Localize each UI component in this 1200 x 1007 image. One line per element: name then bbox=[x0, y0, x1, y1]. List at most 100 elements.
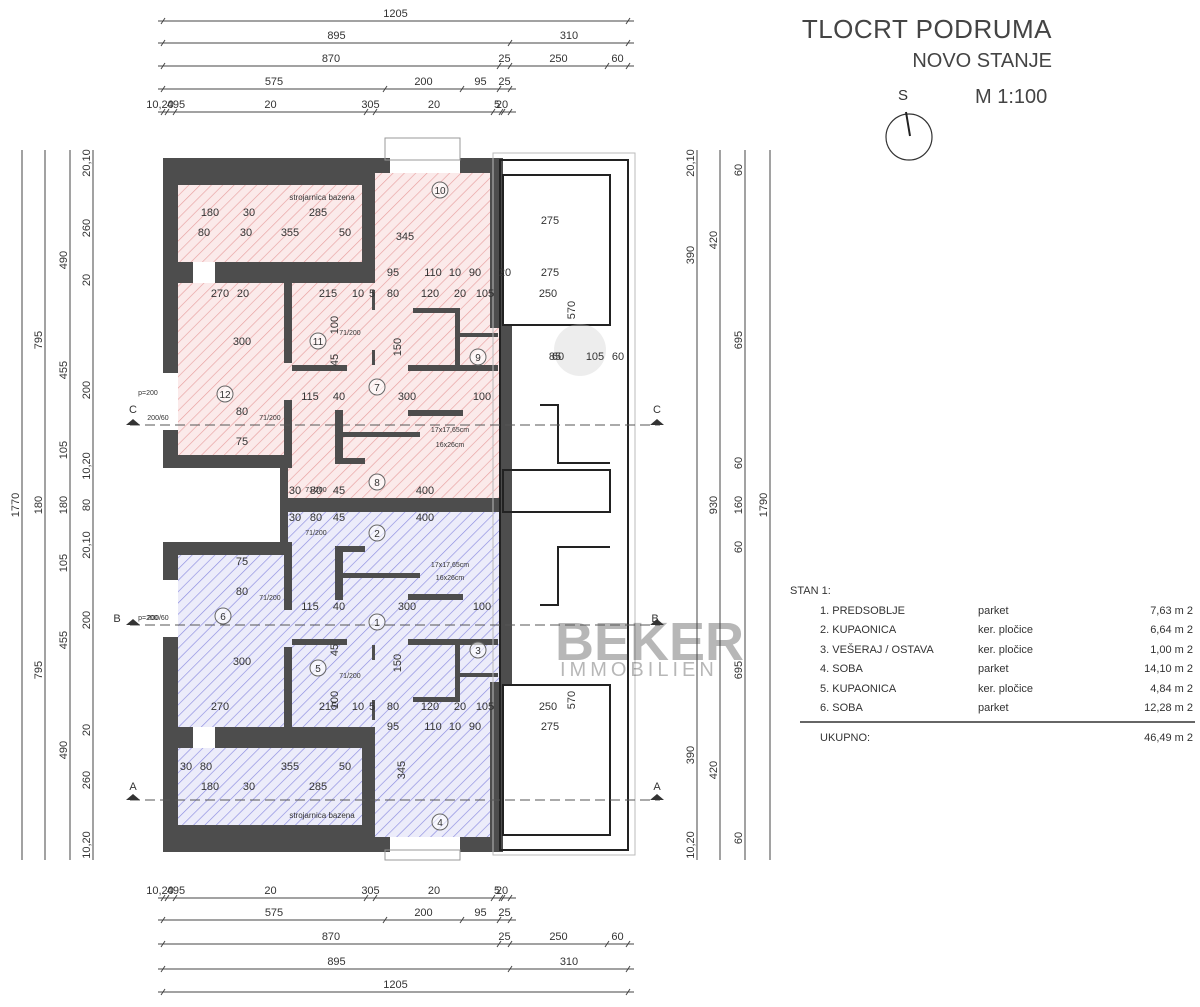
room-number: 5 bbox=[315, 664, 321, 675]
dimension-top-2-2: 250 bbox=[549, 53, 567, 65]
dimension-interior: 80 bbox=[236, 406, 248, 418]
room-number-marker bbox=[469, 641, 487, 659]
dimension-top-4-1: 495 bbox=[167, 99, 185, 111]
dimension-bottom-4-4: 20 bbox=[428, 885, 440, 897]
dimension-left: 455 bbox=[58, 361, 70, 379]
dimension-right: 570 bbox=[566, 301, 578, 319]
dimension-interior: 100 bbox=[473, 601, 491, 613]
watermark-line2: IMMOBILIEN bbox=[560, 659, 718, 681]
dimension-interior: 115 bbox=[301, 601, 319, 613]
dimension-interior: 275 bbox=[541, 721, 559, 733]
dimension-interior: 45 bbox=[333, 485, 345, 497]
dimension-left: 10,20 bbox=[81, 831, 93, 859]
dimension-top-1-0: 895 bbox=[327, 30, 345, 42]
dimension-interior: 250 bbox=[539, 288, 557, 300]
drawing-note: strojarnica bazena bbox=[289, 811, 355, 820]
room-name: 3. VEŠERAJ / OSTAVA bbox=[820, 643, 934, 656]
dimension-interior: 75 bbox=[236, 556, 248, 568]
door-tag: 71/200 bbox=[259, 595, 281, 602]
dimension-bottom-1-0: 895 bbox=[327, 956, 345, 968]
dimension-interior: 80 bbox=[198, 227, 210, 239]
drawing-note: 16x26cm bbox=[436, 575, 465, 582]
dimension-interior: 45 bbox=[333, 512, 345, 524]
room-number: 6 bbox=[220, 612, 226, 623]
dimension-interior: 215 bbox=[319, 288, 337, 300]
dimension-interior: 400 bbox=[416, 485, 434, 497]
drawing-note: 17x17,65cm bbox=[431, 562, 469, 569]
dimension-left: 490 bbox=[58, 741, 70, 759]
drawing-scale: M 1:100 bbox=[975, 86, 1048, 108]
dimension-interior: 20 bbox=[237, 288, 249, 300]
dimension-interior: 40 bbox=[333, 391, 345, 403]
dimension-right: 60 bbox=[733, 541, 745, 553]
dimension-interior: 80 bbox=[387, 288, 399, 300]
dimension-left: 200 bbox=[81, 611, 93, 629]
schedule-total-row: UKUPNO: 46,49 m 2 bbox=[790, 728, 1200, 748]
dimension-interior: 300 bbox=[233, 336, 251, 348]
room-number-marker bbox=[368, 613, 386, 631]
dimension-left: 455 bbox=[58, 631, 70, 649]
dimension-bottom-3-1: 200 bbox=[414, 907, 432, 919]
dimension-left: 260 bbox=[81, 771, 93, 789]
room-number-marker bbox=[309, 332, 327, 350]
room-name: 1. PREDSOBLJE bbox=[820, 604, 905, 617]
dimension-bottom-4-2: 20 bbox=[264, 885, 276, 897]
door-tag: 71/200 bbox=[339, 330, 361, 337]
dimension-bottom-4-6: 20 bbox=[496, 885, 508, 897]
dimension-left: 180 bbox=[58, 496, 70, 514]
dimension-left: 490 bbox=[58, 251, 70, 269]
dimension-interior: 80 bbox=[200, 761, 212, 773]
dimension-interior: 100 bbox=[329, 691, 341, 709]
dimension-bottom-2-1: 25 bbox=[498, 931, 510, 943]
dimension-right: 160 bbox=[733, 496, 745, 514]
door-tag: 71/200 bbox=[259, 415, 281, 422]
dimension-interior: 120 bbox=[421, 701, 439, 713]
room-area: 1,00 m 2 bbox=[1150, 643, 1193, 656]
section-marker: C bbox=[653, 404, 661, 416]
dimension-bottom-2-3: 60 bbox=[611, 931, 623, 943]
dimension-right: 930 bbox=[708, 496, 720, 514]
room-number-marker bbox=[309, 659, 327, 677]
dimension-right: 390 bbox=[685, 746, 697, 764]
room-name: 6. SOBA bbox=[820, 702, 863, 715]
room-number: 8 bbox=[374, 478, 380, 489]
room-number: 12 bbox=[219, 390, 231, 401]
dimension-interior: 45 bbox=[329, 644, 341, 656]
dimension-interior: 30 bbox=[180, 761, 192, 773]
dimension-top-2-1: 25 bbox=[498, 53, 510, 65]
dimension-right: 1790 bbox=[758, 493, 770, 517]
dimension-right: 60 bbox=[733, 164, 745, 176]
dimension-bottom-4-0: 10,20 bbox=[146, 885, 174, 897]
dimension-interior: 300 bbox=[398, 391, 416, 403]
dimension-interior: 115 bbox=[301, 391, 319, 403]
dimension-interior: 270 bbox=[211, 701, 229, 713]
dimension-bottom-3-2: 95 bbox=[474, 907, 486, 919]
dimension-right: 10,20 bbox=[685, 831, 697, 859]
total-area: 46,49 m 2 bbox=[1144, 731, 1193, 744]
room-name: 2. KUPAONICA bbox=[820, 624, 897, 637]
dimension-left: 105 bbox=[58, 441, 70, 459]
dimension-interior: 30 bbox=[289, 485, 301, 497]
dimension-interior: 20 bbox=[454, 288, 466, 300]
dimension-right: 695 bbox=[733, 661, 745, 679]
drawing-note: 16x26cm bbox=[436, 442, 465, 449]
dimension-interior: 110 bbox=[424, 267, 442, 279]
dimension-bottom-3-3: 25 bbox=[498, 907, 510, 919]
dimension-top-2-3: 60 bbox=[611, 53, 623, 65]
floor-finish: ker. pločice bbox=[978, 643, 1034, 656]
dimension-right: 20,10 bbox=[685, 149, 697, 177]
room-number-marker bbox=[431, 181, 449, 199]
dimension-interior: 20 bbox=[454, 701, 466, 713]
room-area: 14,10 m 2 bbox=[1144, 663, 1193, 676]
dimension-top-1-1: 310 bbox=[560, 30, 578, 42]
room-number-marker bbox=[368, 473, 386, 491]
dimension-interior: 345 bbox=[396, 231, 414, 243]
dimension-interior: 85 bbox=[549, 351, 561, 363]
room-area: 4,84 m 2 bbox=[1150, 682, 1193, 695]
dimension-bottom-2-0: 870 bbox=[322, 931, 340, 943]
dimension-top-4-3: 305 bbox=[361, 99, 379, 111]
dimension-interior: 150 bbox=[392, 654, 404, 672]
